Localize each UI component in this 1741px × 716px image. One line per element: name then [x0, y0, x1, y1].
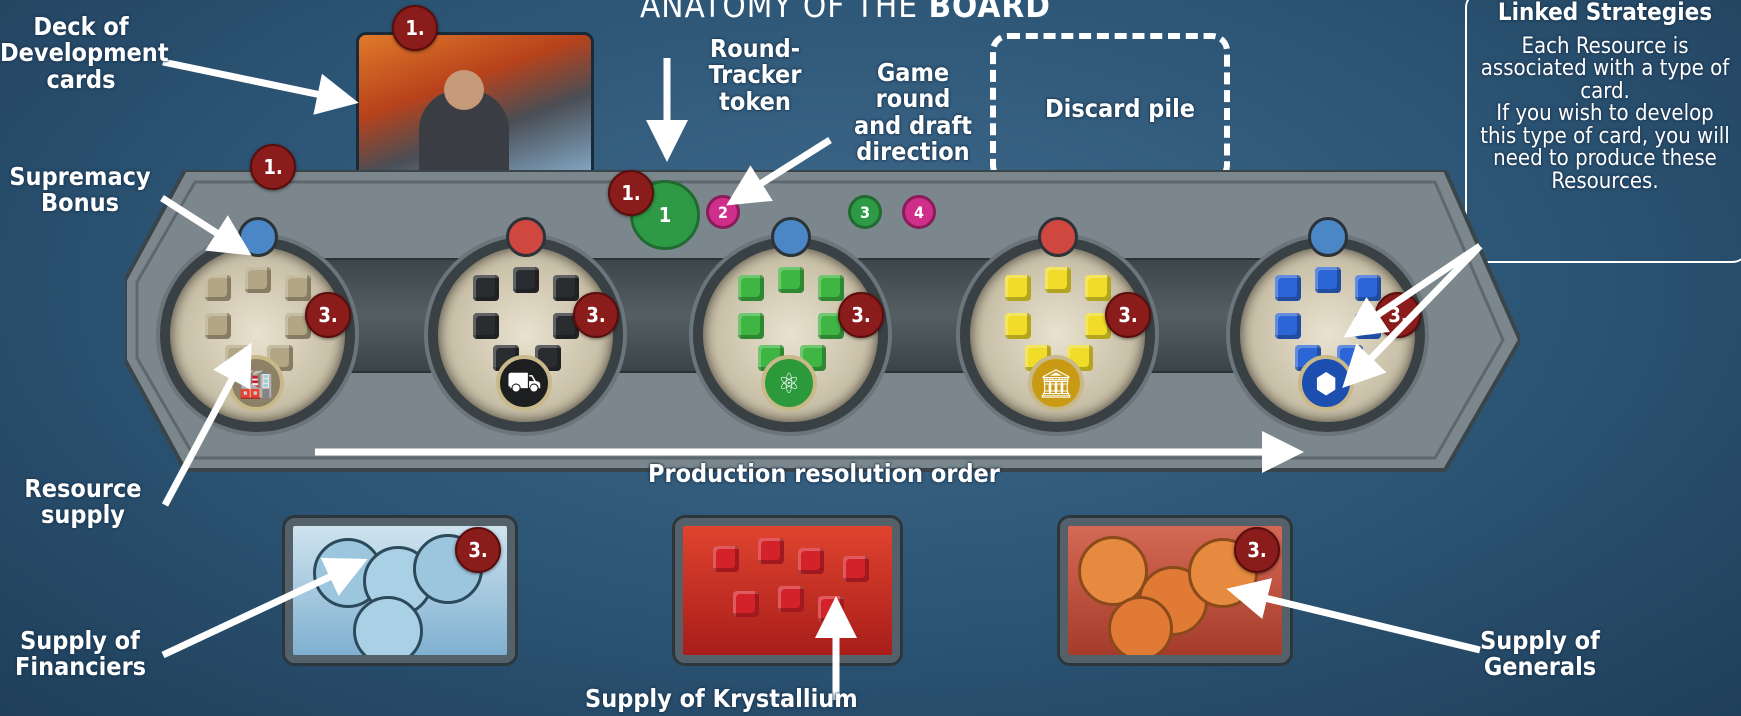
blue-resource-cube[interactable] — [1355, 275, 1381, 301]
black-strategy-badge: 3. — [573, 292, 619, 338]
supremacy-face-green — [771, 217, 811, 257]
yellow-resource-cube[interactable] — [1005, 275, 1031, 301]
grey-resource-cube[interactable] — [285, 275, 311, 301]
krystallium-cube[interactable] — [733, 591, 759, 617]
grey-strategy-badge: 3. — [305, 292, 351, 338]
yellow-resource-cube[interactable] — [1005, 313, 1031, 339]
yellow-resource-cube[interactable] — [1085, 275, 1111, 301]
krystallium-cube[interactable] — [758, 538, 784, 564]
black-resource-cube[interactable] — [473, 275, 499, 301]
supremacy-arrow — [160, 195, 252, 256]
deck-badge: 1. — [392, 5, 438, 51]
green-resource-cube[interactable] — [818, 275, 844, 301]
green-resource-cube[interactable] — [738, 275, 764, 301]
card-figure-head — [444, 70, 484, 110]
krystallium-cube[interactable] — [798, 548, 824, 574]
general-token[interactable] — [1078, 536, 1148, 606]
supremacy-label: Supremacy Bonus — [9, 162, 151, 218]
resource-supply-arrow — [161, 342, 252, 507]
yellow-strategy-badge: 3. — [1105, 292, 1151, 338]
supremacy-face-yellow — [1038, 217, 1078, 257]
linked-strategies-body: Each Resource is associated with a type … — [1480, 34, 1730, 194]
round-space-3: 3 — [848, 195, 882, 229]
supremacy-badge: 1. — [250, 144, 296, 190]
production-order-label: Production resolution order — [648, 459, 1000, 488]
grey-resource-cube[interactable] — [205, 275, 231, 301]
financiers-label: Supply of Financiers — [15, 626, 147, 682]
krystallium-cube[interactable] — [843, 556, 869, 582]
financier-token[interactable] — [353, 596, 423, 655]
financiers-arrow — [161, 557, 368, 659]
round-tracker-label: Round- Tracker token — [708, 34, 802, 116]
generals-label: Supply of Generals — [1480, 626, 1600, 682]
black-resource-cube[interactable] — [513, 267, 539, 293]
green-strategy-badge: 3. — [838, 292, 884, 338]
generals-arrow — [1226, 578, 1481, 654]
page-title: ANATOMY OF THE BOARD — [640, 0, 1051, 25]
black-resource-cube[interactable] — [553, 275, 579, 301]
green-resource-cube[interactable] — [738, 313, 764, 339]
linked-strategies-box — [1465, 0, 1741, 263]
game-round-arrow — [726, 137, 832, 206]
blue-resource-cube[interactable] — [1275, 275, 1301, 301]
grey-resource-cube[interactable] — [245, 267, 271, 293]
krystallium-cube[interactable] — [713, 546, 739, 572]
blue-resource-cube[interactable] — [1315, 267, 1341, 293]
supremacy-face-blue — [1308, 217, 1348, 257]
bank-icon: 🏛 — [1028, 355, 1084, 411]
yellow-resource-cube[interactable] — [1045, 267, 1071, 293]
supremacy-face-black — [506, 217, 546, 257]
linked-arrow-1 — [1343, 243, 1482, 338]
general-token[interactable] — [1108, 596, 1173, 655]
linked-arrow-2 — [1342, 243, 1483, 389]
atom-icon: ⚛ — [761, 355, 817, 411]
krystallium-supply[interactable] — [675, 518, 900, 663]
linked-strategies-heading: Linked Strategies — [1497, 0, 1713, 26]
discard-pile-label: Discard pile — [1045, 94, 1196, 123]
financiers-badge: 3. — [455, 527, 501, 573]
grey-resource-cube[interactable] — [205, 313, 231, 339]
black-resource-cube[interactable] — [473, 313, 499, 339]
game-round-label: Game round and draft direction — [853, 58, 973, 166]
generals-badge: 3. — [1234, 527, 1280, 573]
resource-supply-label: Resource supply — [24, 474, 142, 530]
round-badge: 1. — [608, 170, 654, 216]
krystallium-cube[interactable] — [778, 586, 804, 612]
deck-arrow — [162, 58, 359, 115]
round-space-4: 4 — [902, 195, 936, 229]
krystallium-label: Supply of Krystallium — [585, 684, 858, 713]
tank-icon: ⛟ — [496, 355, 552, 411]
blue-resource-cube[interactable] — [1275, 313, 1301, 339]
green-resource-cube[interactable] — [778, 267, 804, 293]
deck-label: Deck of Development cards — [0, 12, 169, 94]
